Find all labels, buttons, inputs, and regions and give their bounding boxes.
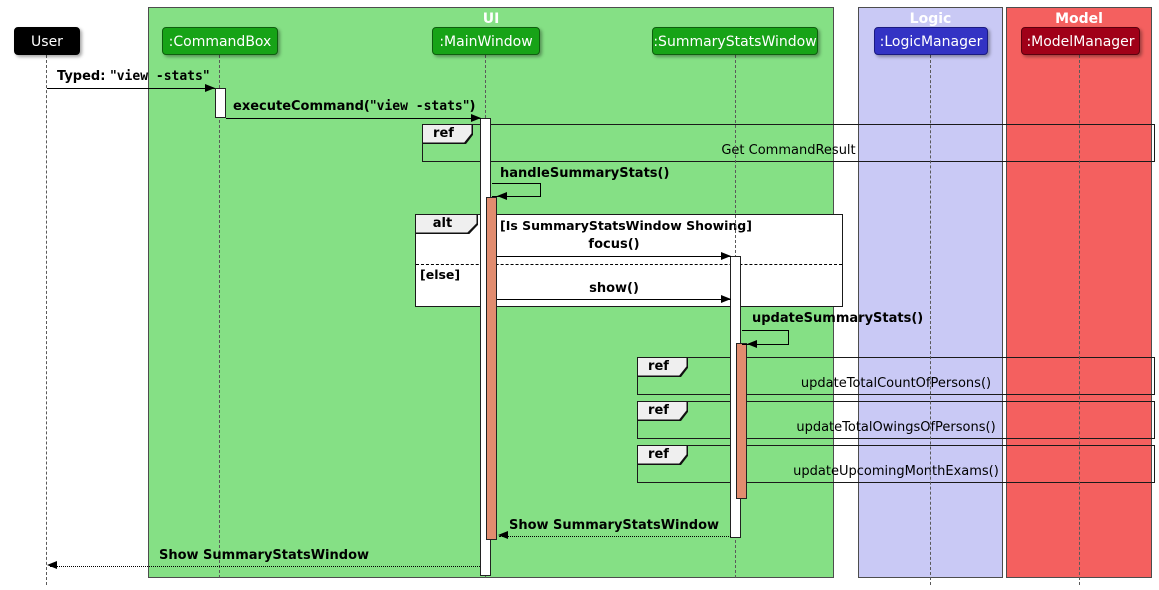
lifeline-logic-manager xyxy=(930,55,931,585)
message-focus-label: focus() xyxy=(588,237,640,252)
message-update-summary-stats-label: updateSummaryStats() xyxy=(752,311,924,326)
ref-operator-label: ref xyxy=(648,447,669,462)
ref-operator-label: ref xyxy=(433,126,454,141)
alt-guard-else: [else] xyxy=(420,267,461,282)
ref-operator-tab: ref xyxy=(638,402,688,421)
arrowhead-right-icon xyxy=(471,114,481,122)
ref-frame-get-command-result: ref Get CommandResult xyxy=(422,124,1155,162)
message-execute-command-label: executeCommand("view -stats") xyxy=(233,99,476,114)
ref-frame-update-total-owings: ref updateTotalOwingsOfPersons() xyxy=(637,401,1155,439)
message-handle-summary-stats-loop xyxy=(492,183,541,197)
message-typed-line xyxy=(47,88,215,89)
alt-divider xyxy=(416,264,842,265)
model-frame-title: Model xyxy=(1055,11,1103,27)
participant-user: User xyxy=(14,27,80,55)
activation-main-window-nested xyxy=(486,197,497,540)
ref-operator-tab: ref xyxy=(638,446,688,465)
message-execute-command-line xyxy=(226,118,481,119)
message-handle-summary-stats-label: handleSummaryStats() xyxy=(500,166,670,181)
logic-frame-title: Logic xyxy=(909,11,952,27)
arrowhead-right-icon xyxy=(721,295,731,303)
arrowhead-left-icon xyxy=(497,192,507,200)
participant-command-box: :CommandBox xyxy=(162,27,278,55)
message-show-label: show() xyxy=(589,281,639,296)
participant-summary-stats-window: :SummaryStatsWindow xyxy=(652,27,818,55)
ref-text-update-upcoming-exams: updateUpcomingMonthExams() xyxy=(793,464,999,479)
return-show-window-line-1 xyxy=(499,536,731,537)
ref-operator-label: ref xyxy=(648,403,669,418)
arrowhead-left-icon xyxy=(47,561,57,569)
arrowhead-right-icon xyxy=(721,252,731,260)
ref-operator-tab: ref xyxy=(638,358,688,377)
ref-text-update-total-count: updateTotalCountOfPersons() xyxy=(800,376,992,391)
arrowhead-left-icon xyxy=(747,340,757,348)
alt-operator-label: alt xyxy=(432,216,453,231)
return-show-window-label-1: Show SummaryStatsWindow xyxy=(508,518,720,533)
ref-text-update-total-owings: updateTotalOwingsOfPersons() xyxy=(796,420,996,435)
participant-model-manager: :ModelManager xyxy=(1021,27,1140,55)
message-typed-label: Typed: "view -stats" xyxy=(57,69,210,84)
participant-main-window: :MainWindow xyxy=(432,27,540,55)
message-focus-line xyxy=(497,256,731,257)
ref-text-get-command-result: Get CommandResult xyxy=(721,143,856,158)
lifeline-model-manager xyxy=(1079,55,1080,585)
arrowhead-left-icon xyxy=(498,531,508,539)
activation-summary-stats-window-nested xyxy=(736,343,747,499)
arrowhead-right-icon xyxy=(205,84,215,92)
ref-frame-update-upcoming-exams: ref updateUpcomingMonthExams() xyxy=(637,445,1155,483)
alt-operator-tab: alt xyxy=(416,215,478,234)
message-update-summary-stats-loop xyxy=(742,330,789,345)
participant-logic-manager: :LogicManager xyxy=(874,27,988,55)
activation-command-box xyxy=(215,88,226,118)
ref-operator-tab: ref xyxy=(423,125,473,144)
alt-guard-showing: [Is SummaryStatsWindow Showing] xyxy=(500,218,752,233)
return-show-window-line-2 xyxy=(50,566,480,567)
ref-frame-update-total-count: ref updateTotalCountOfPersons() xyxy=(637,357,1155,395)
message-show-line xyxy=(497,299,731,300)
return-show-window-label-2: Show SummaryStatsWindow xyxy=(158,548,370,563)
ui-frame-title: UI xyxy=(482,11,500,27)
lifeline-user xyxy=(46,55,47,585)
ref-operator-label: ref xyxy=(648,359,669,374)
lifeline-command-box xyxy=(219,55,220,578)
